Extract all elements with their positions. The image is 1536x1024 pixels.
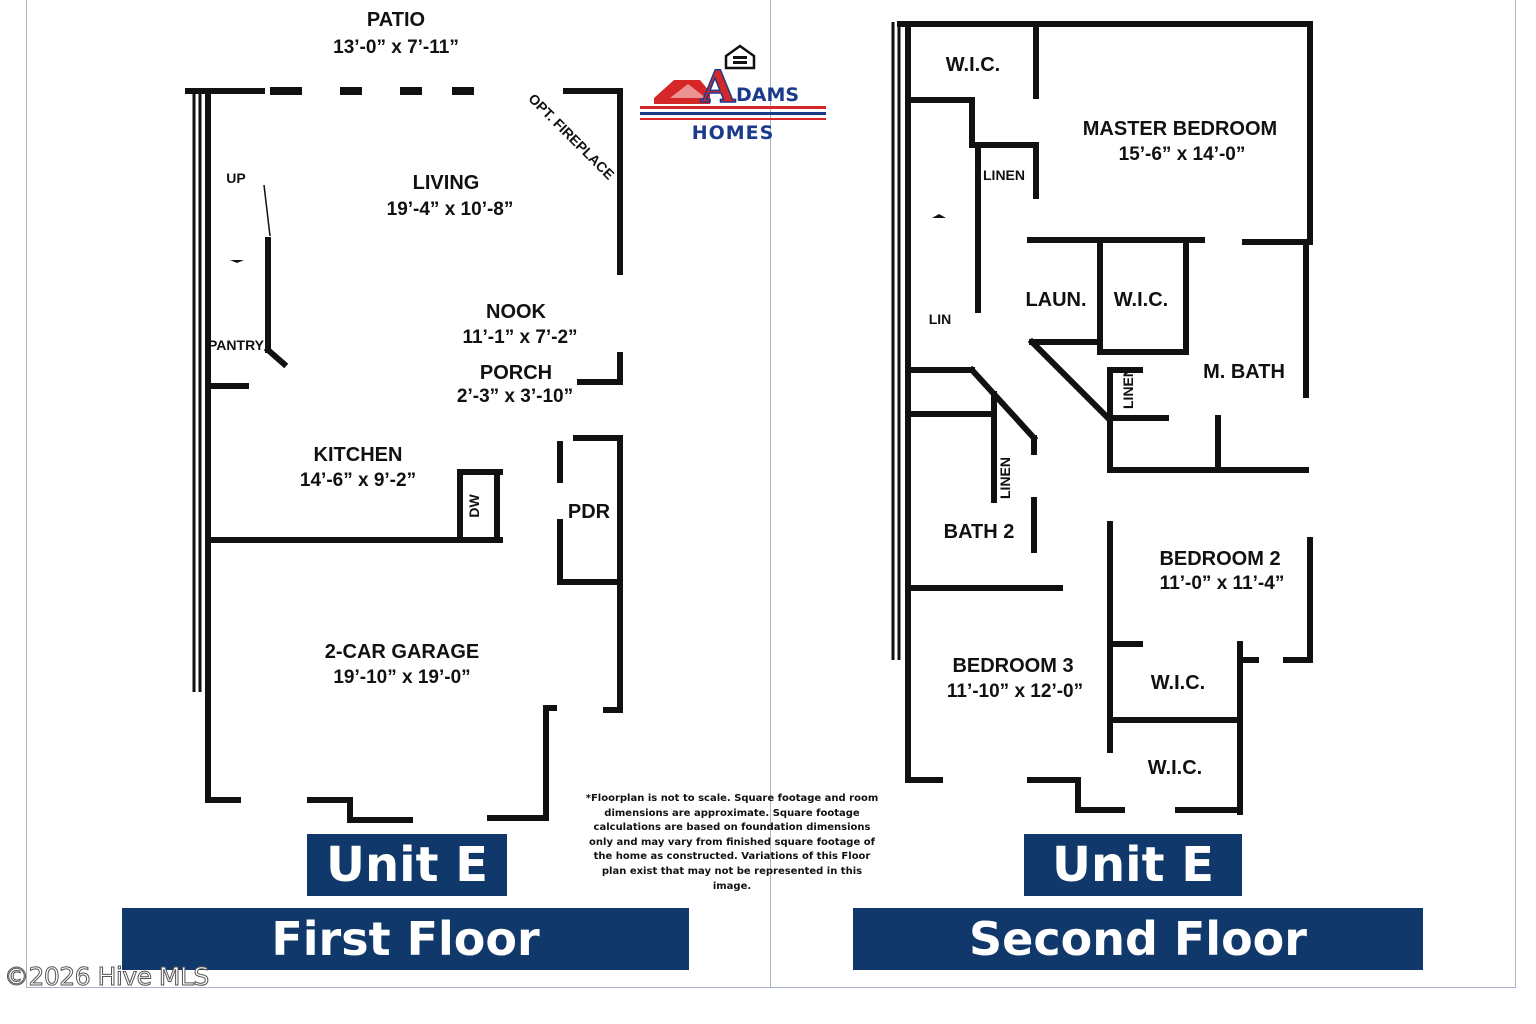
laundry-label: LAUN. bbox=[1025, 289, 1086, 311]
logo-letter-a: A bbox=[700, 62, 736, 113]
master-bedroom-dims: 15’-6” x 14’-0” bbox=[1119, 144, 1246, 165]
patio-label: PATIO bbox=[367, 9, 425, 31]
porch-label: PORCH bbox=[480, 362, 552, 384]
fireplace-label: OPT. FIREPLACE bbox=[525, 90, 617, 182]
wic-master-label: W.I.C. bbox=[1114, 289, 1168, 311]
patio-dims: 13’-0” x 7’-11” bbox=[333, 37, 459, 58]
second-floor-walls bbox=[897, 21, 1313, 815]
garage-dims: 19’-10” x 19’-0” bbox=[333, 667, 470, 688]
first-floor-unit-banner: Unit E bbox=[307, 834, 507, 896]
bedroom2-label: BEDROOM 2 bbox=[1159, 548, 1280, 570]
center-divider-line bbox=[770, 0, 771, 988]
logo-red-stripe-2 bbox=[640, 118, 826, 120]
logo-homes-text: HOMES bbox=[691, 122, 775, 144]
pdr-label: PDR bbox=[568, 501, 611, 523]
lin-label: LIN bbox=[929, 311, 952, 327]
stair-arrow bbox=[263, 184, 271, 237]
living-label: LIVING bbox=[413, 172, 480, 194]
bedroom3-dims: 11’-10” x 12’-0” bbox=[947, 681, 1083, 702]
nook-dims: 11’-1” x 7’-2” bbox=[462, 327, 577, 348]
up-label: UP bbox=[226, 170, 245, 186]
first-floor-walls bbox=[185, 88, 623, 823]
wic-bedroom3-label: W.I.C. bbox=[1148, 757, 1202, 779]
linen-mid-label: LINEN bbox=[1120, 367, 1136, 409]
kitchen-label: KITCHEN bbox=[314, 444, 403, 466]
bedroom3-label: BEDROOM 3 bbox=[952, 655, 1073, 677]
first-floor-banner: First Floor bbox=[122, 908, 689, 970]
left-frame-line bbox=[26, 0, 27, 988]
porch-dims: 2’-3” x 3’-10” bbox=[457, 386, 573, 407]
master-bath-label: M. BATH bbox=[1203, 361, 1285, 383]
garage-label: 2-CAR GARAGE bbox=[325, 641, 479, 663]
stair-marker-icon-2 bbox=[932, 214, 946, 218]
pantry-label: PANTRY bbox=[208, 337, 265, 353]
logo-red-stripe bbox=[640, 106, 826, 109]
logo-adams-text: DAMS bbox=[736, 84, 800, 106]
bath2-label: BATH 2 bbox=[944, 521, 1015, 543]
second-floor-unit-banner: Unit E bbox=[1024, 834, 1242, 896]
right-frame-line bbox=[1515, 0, 1516, 988]
kitchen-dims: 14’-6” x 9’-2” bbox=[300, 470, 416, 491]
dw-label: DW bbox=[466, 494, 482, 518]
logo-blue-stripe bbox=[640, 112, 826, 115]
logo-graphic: A bbox=[640, 44, 826, 120]
linen-top-label: LINEN bbox=[983, 167, 1025, 183]
wic-top-label: W.I.C. bbox=[946, 54, 1000, 76]
wic-bedroom2-label: W.I.C. bbox=[1151, 672, 1205, 694]
bottom-frame-line bbox=[26, 987, 1516, 988]
master-bedroom-label: MASTER BEDROOM bbox=[1083, 118, 1277, 140]
linen-bath-label: LINEN bbox=[997, 457, 1013, 499]
bedroom2-dims: 11’-0” x 11’-4” bbox=[1160, 573, 1285, 594]
living-dims: 19’-4” x 10’-8” bbox=[387, 199, 514, 220]
equal-housing-opportunity-icon bbox=[724, 44, 756, 70]
adams-homes-logo: A DAMS HOMES bbox=[640, 44, 830, 154]
stair-marker-icon bbox=[230, 260, 244, 263]
nook-label: NOOK bbox=[486, 301, 547, 323]
second-floor-banner: Second Floor bbox=[853, 908, 1423, 970]
disclaimer-text: *Floorplan is not to scale. Square foota… bbox=[585, 793, 879, 892]
copyright-watermark: ©2026 Hive MLS bbox=[4, 962, 210, 992]
